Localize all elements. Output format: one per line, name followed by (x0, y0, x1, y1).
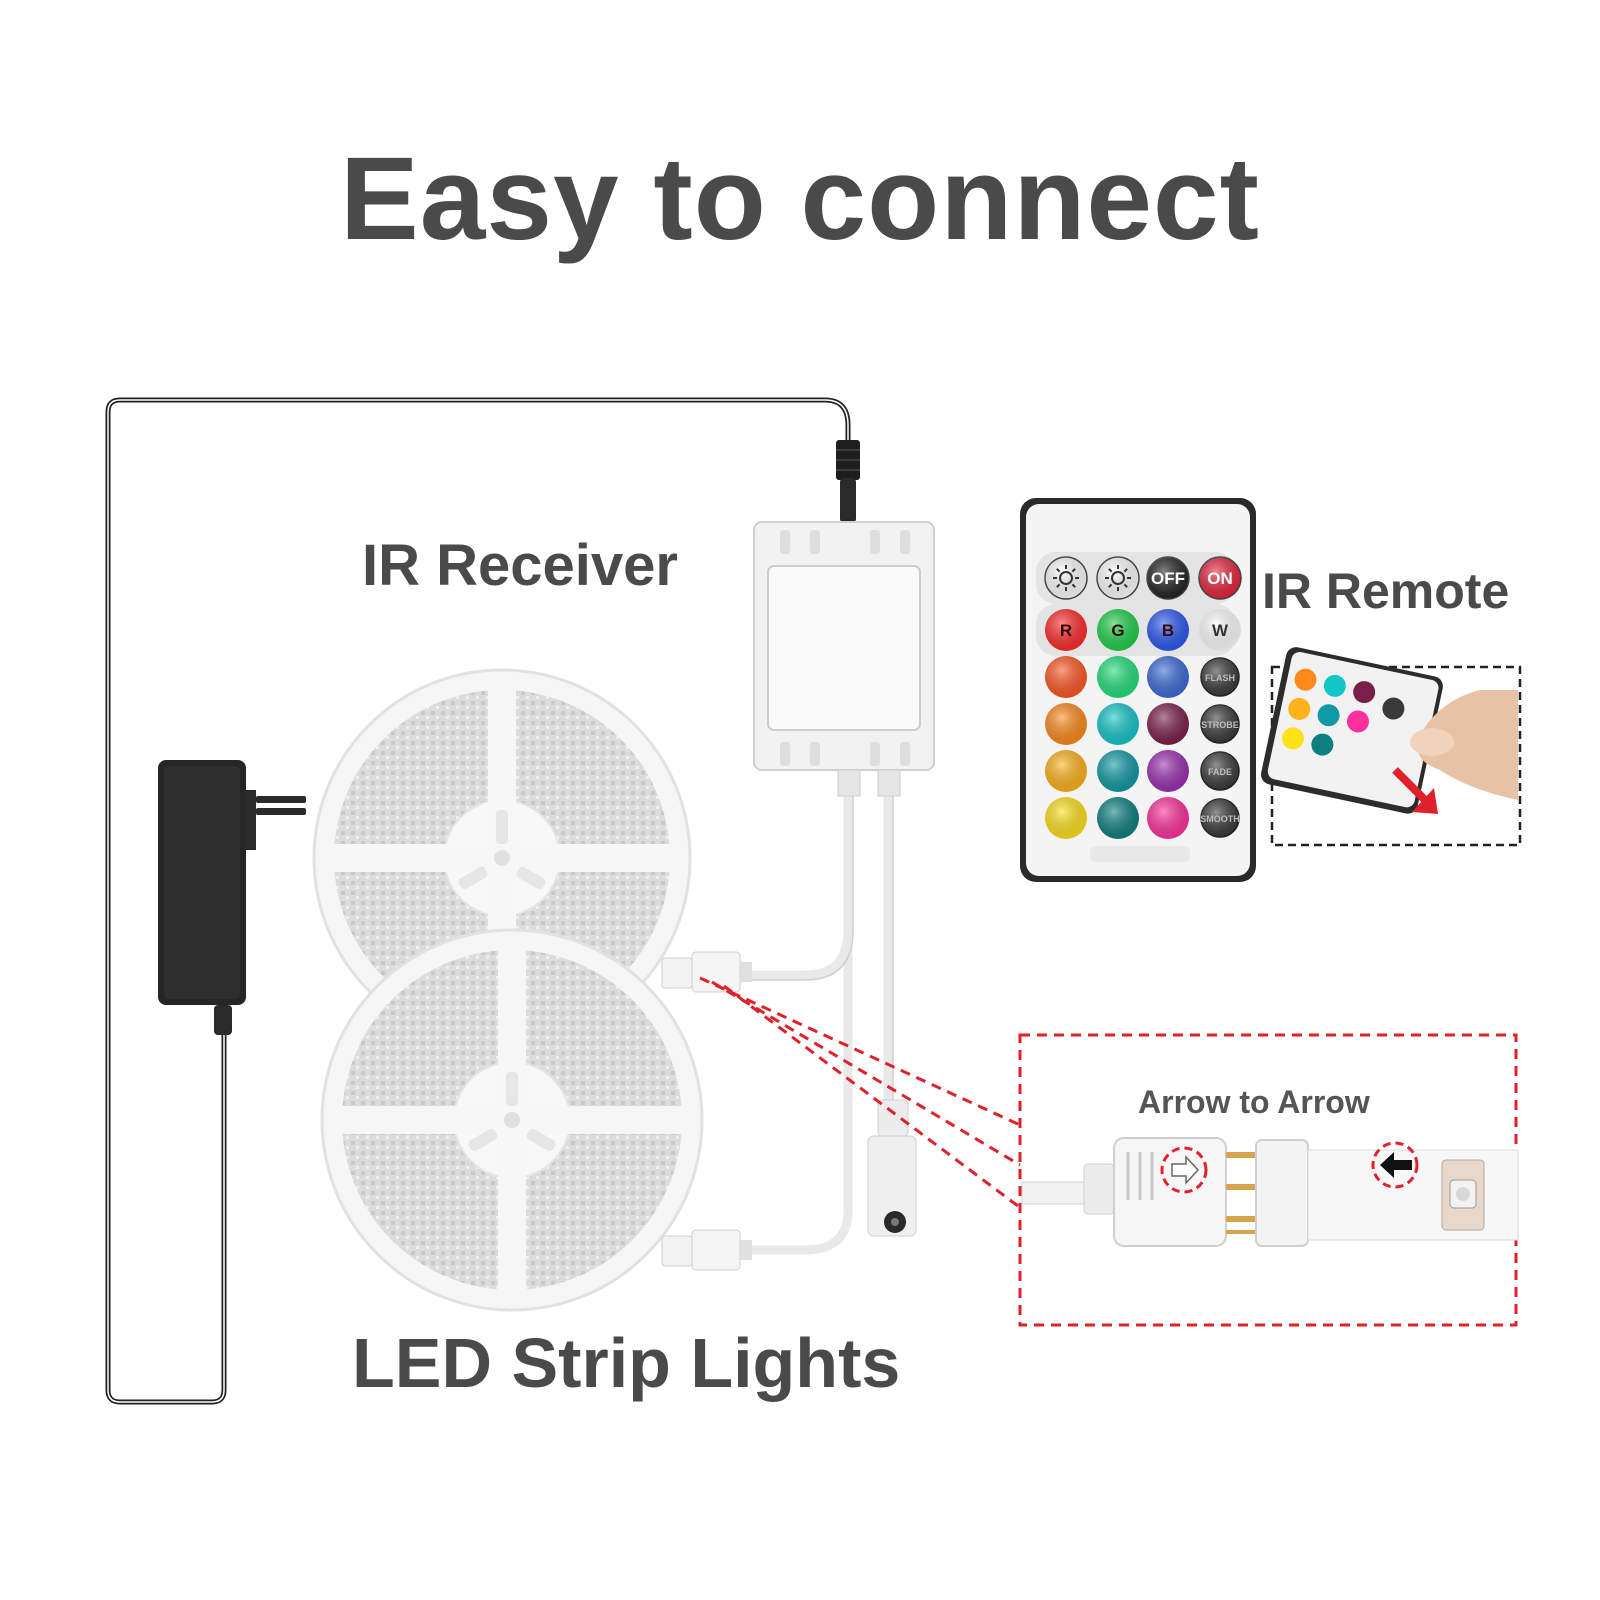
remote-button-label: B (1162, 621, 1174, 640)
strip-connector-bottom (661, 1229, 752, 1271)
on-button[interactable]: ON (1198, 556, 1242, 600)
receiver-cables (752, 790, 893, 1255)
strip-connector-top (661, 951, 752, 993)
brightness-up-icon[interactable] (1044, 556, 1088, 600)
ir-receiver-label: IR Receiver (362, 533, 678, 598)
detail-box (1018, 1033, 1518, 1327)
remote-color-button[interactable] (1097, 703, 1139, 745)
ir-remote-label: IR Remote (1262, 563, 1510, 619)
remote-color-button[interactable]: FADE (1200, 751, 1240, 791)
remote-color-button[interactable]: R (1045, 609, 1087, 651)
remote-button-label: FLASH (1205, 673, 1235, 683)
remote-button-label: R (1060, 621, 1072, 640)
sun-icon (1105, 565, 1131, 591)
remote-color-button[interactable] (1045, 797, 1087, 839)
led-reel-top (312, 668, 692, 1048)
remote-color-button[interactable] (1147, 797, 1189, 839)
remote-color-button[interactable] (1097, 797, 1139, 839)
remote-battery-inset (1261, 647, 1522, 847)
detail-callout-lines (699, 976, 1021, 1208)
sun-outline-icon (1053, 565, 1079, 591)
ir-receiver-box (753, 521, 935, 797)
remote-button-label: G (1111, 621, 1124, 640)
dc-female-connector (867, 1099, 917, 1237)
led-strip-lights-label: LED Strip Lights (352, 1324, 901, 1402)
arrow-to-arrow-label: Arrow to Arrow (1138, 1084, 1370, 1120)
remote-color-button[interactable]: SMOOTH (1200, 798, 1240, 838)
detail-connector (1021, 1137, 1227, 1247)
remote-color-button[interactable]: B (1147, 609, 1189, 651)
power-adapter (158, 760, 306, 1035)
page-title: Easy to connect (340, 133, 1260, 265)
brightness-down-icon[interactable] (1096, 556, 1140, 600)
remote-color-button[interactable]: FLASH (1200, 657, 1240, 697)
remote-color-button[interactable] (1045, 656, 1087, 698)
remote-color-button[interactable]: G (1097, 609, 1139, 651)
remote-color-button[interactable] (1147, 656, 1189, 698)
remote-color-button[interactable] (1147, 703, 1189, 745)
remote-button-label: SMOOTH (1200, 814, 1240, 824)
remote-button-label: OFF (1151, 569, 1185, 588)
remote-color-button[interactable] (1045, 703, 1087, 745)
remote-button-label: FADE (1208, 767, 1232, 777)
remote-color-button[interactable] (1045, 750, 1087, 792)
led-reel-bottom (320, 928, 704, 1312)
remote-color-button[interactable]: W (1199, 609, 1241, 651)
remote-button-label: W (1212, 621, 1229, 640)
remote-color-button[interactable]: STROBE (1200, 704, 1240, 744)
detail-pins (1226, 1152, 1256, 1234)
ir-remote-control: OFF ON R G B W FLASH STROBE FADE SMOOTH (1020, 498, 1256, 882)
dc-plug (836, 440, 860, 523)
remote-button-label: ON (1207, 569, 1233, 588)
remote-button-grid: OFF ON R G B W FLASH STROBE FADE SMOOTH (1044, 556, 1242, 839)
remote-color-button[interactable] (1097, 656, 1139, 698)
off-button[interactable]: OFF (1146, 556, 1190, 600)
remote-color-button[interactable] (1097, 750, 1139, 792)
detail-strip-end (1255, 1139, 1519, 1247)
remote-button-label: STROBE (1201, 720, 1239, 730)
remote-color-button[interactable] (1147, 750, 1189, 792)
